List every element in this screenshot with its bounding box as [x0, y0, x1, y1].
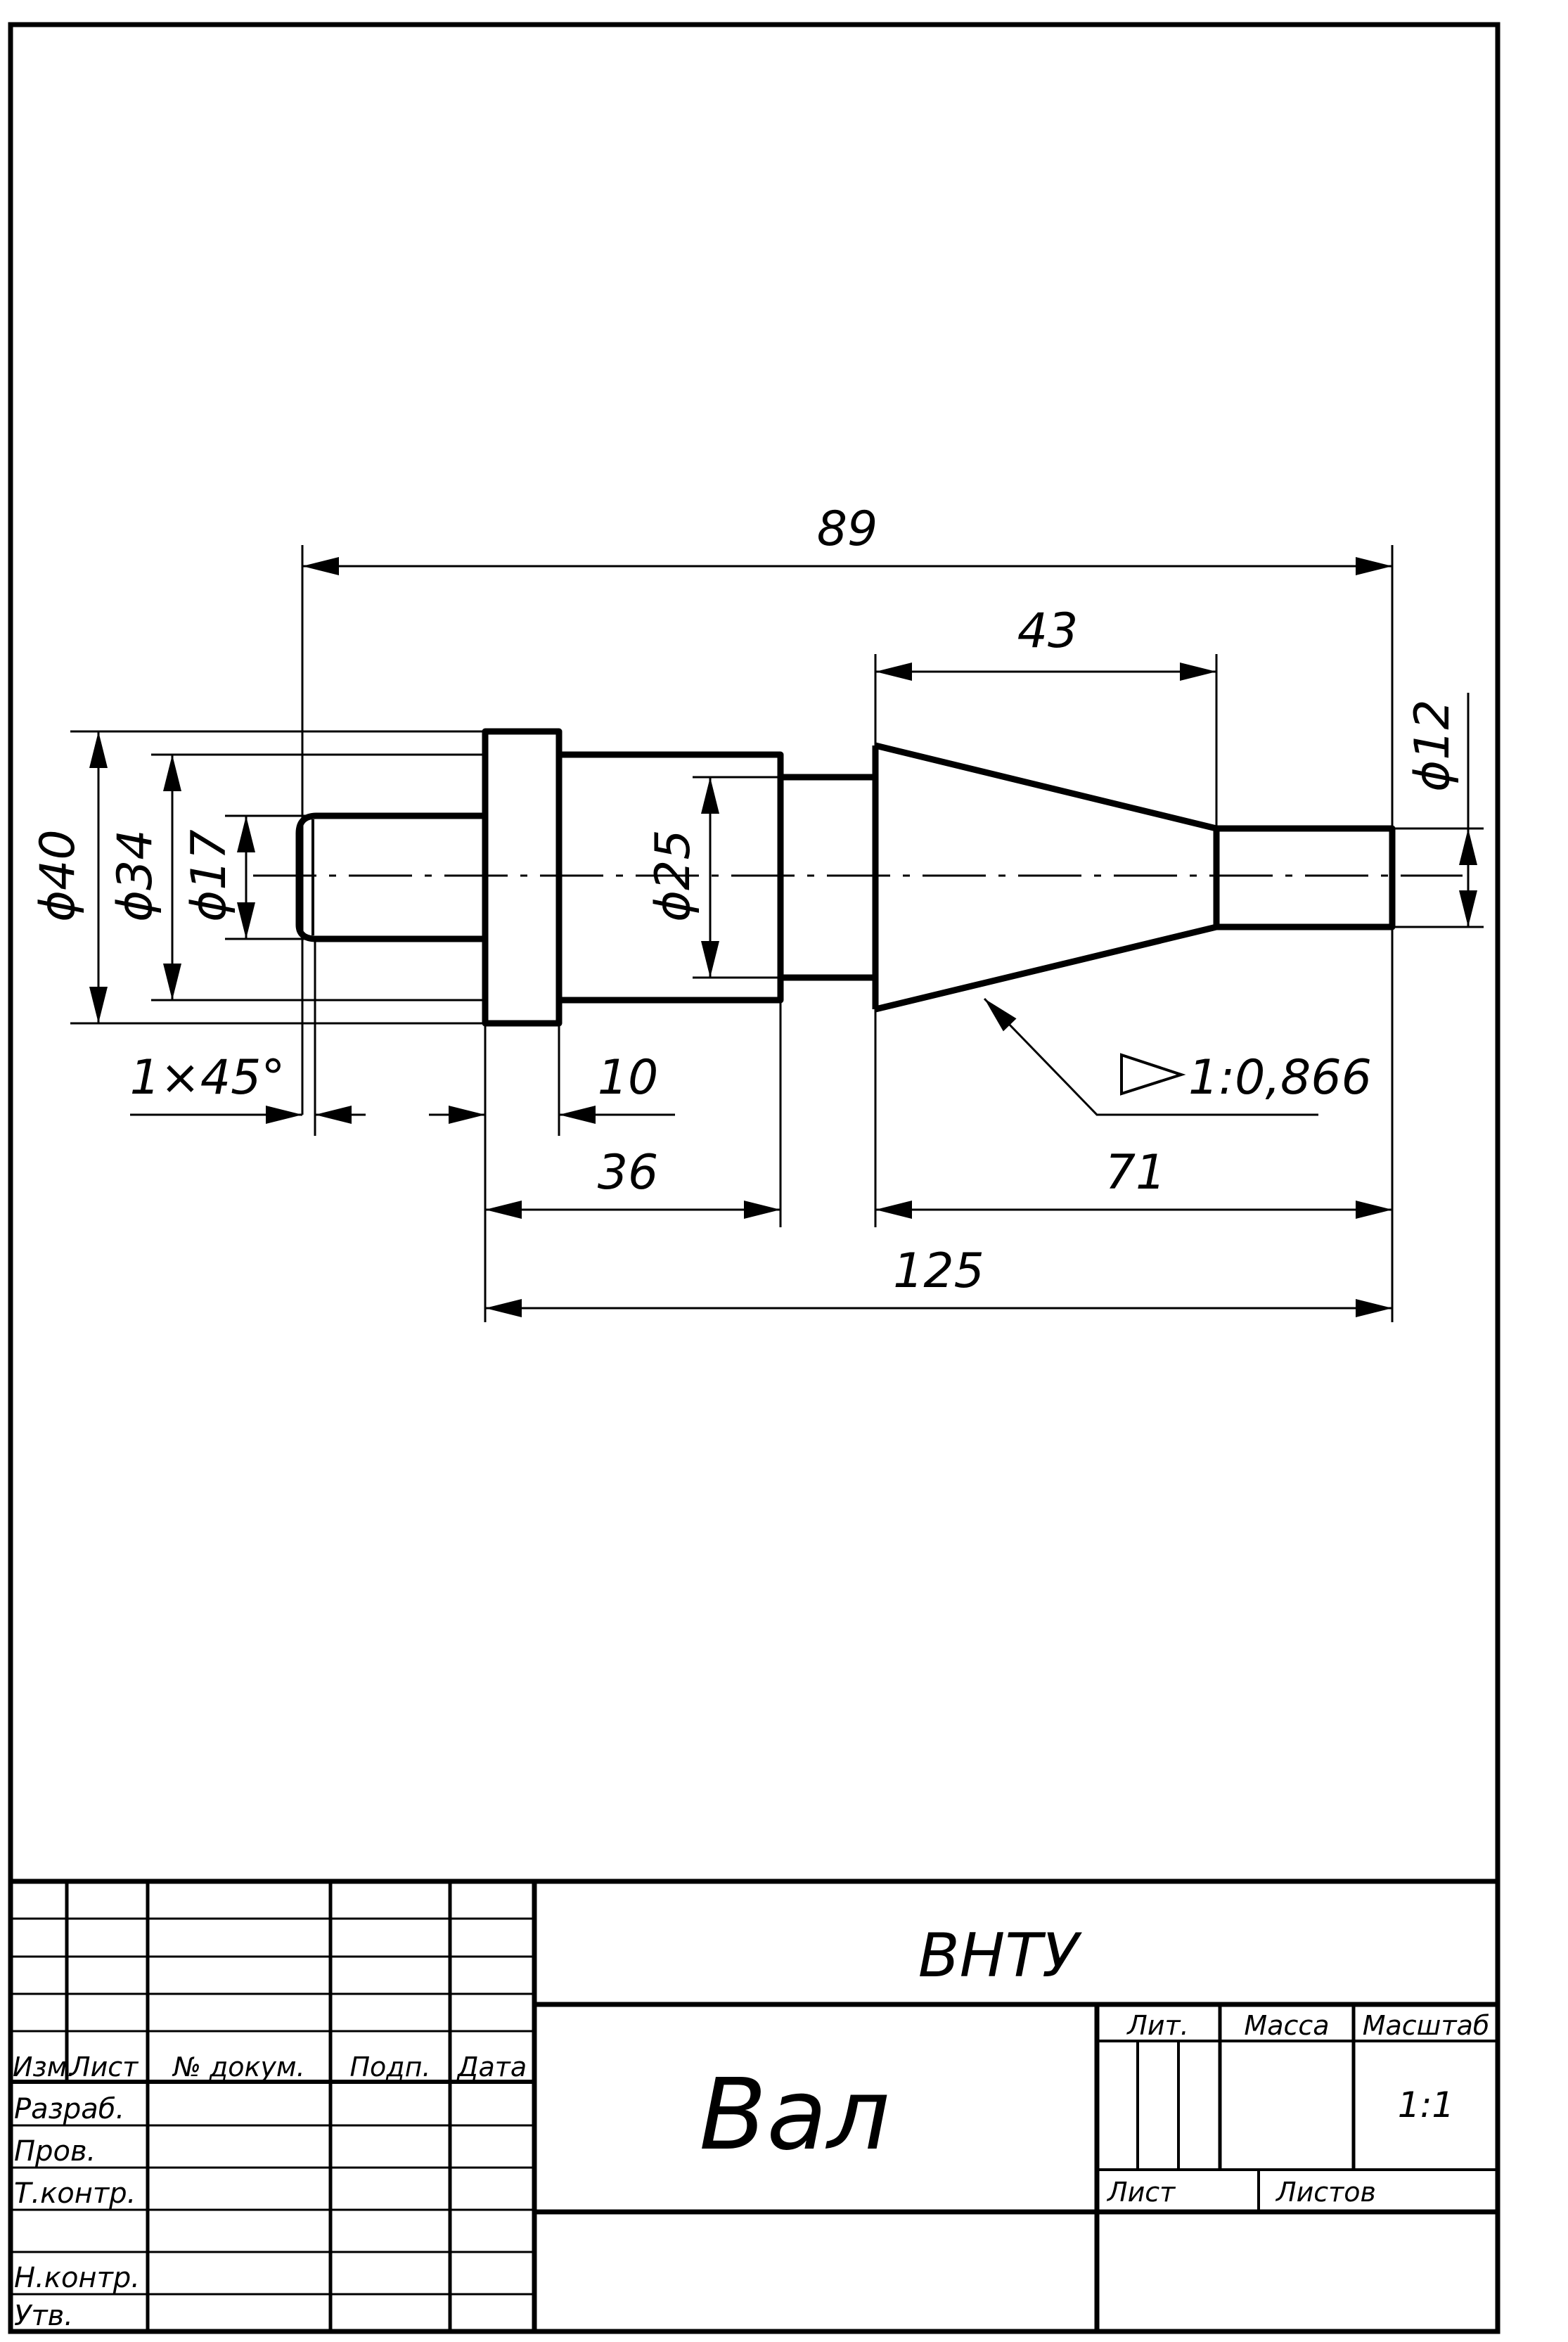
header-doc-no: № докум.: [172, 2052, 304, 2082]
taper-label: 1:0,866: [1188, 1050, 1372, 1106]
scale-value: 1:1: [1398, 2085, 1454, 2125]
taper-symbol-icon: [1120, 1053, 1186, 1096]
left-journal: [295, 812, 485, 942]
dim-d12-label: ϕ12: [1405, 699, 1460, 791]
dim-d40-label: ϕ40: [30, 829, 86, 921]
header-izm: Изм.: [13, 2052, 75, 2082]
dim-71-label: 71: [1105, 1145, 1167, 1201]
scale-label: Масштаб: [1363, 2010, 1490, 2041]
dim-d17-label: ϕ17: [181, 829, 237, 921]
right-journal: [1216, 825, 1396, 930]
sheet-label: Лист: [1106, 2177, 1176, 2208]
role-checked: Пров.: [14, 2135, 96, 2168]
part-name: Вал: [699, 2058, 889, 2173]
header-sign: Подп.: [349, 2052, 430, 2082]
dimension-lines: [70, 545, 1484, 1322]
dim-10-label: 10: [598, 1050, 659, 1106]
role-approved: Утв.: [14, 2300, 73, 2332]
collar: [482, 728, 563, 1027]
header-list: Лист: [69, 2052, 139, 2082]
organization-name: ВНТУ: [918, 1921, 1083, 1991]
step-section: [559, 751, 784, 1004]
cone-section: [874, 742, 1220, 1013]
role-norm-control: Н.контр.: [14, 2262, 140, 2294]
dim-43-label: 43: [1017, 603, 1079, 659]
title-block: [8, 1879, 1500, 2334]
dim-d25-label: ϕ25: [645, 829, 701, 921]
dim-36-label: 36: [598, 1145, 659, 1201]
role-tech-control: Т.контр.: [14, 2177, 136, 2210]
header-date: Дата: [456, 2052, 527, 2082]
neck-section: [780, 746, 879, 1009]
drawing-frame: [8, 22, 1500, 2334]
dim-chamfer-label: 1×45°: [130, 1050, 285, 1106]
role-developed: Разраб.: [14, 2093, 124, 2125]
taper-leader: [983, 997, 1318, 1116]
dim-125-label: 125: [893, 1243, 984, 1299]
lit-label: Лит.: [1126, 2010, 1189, 2041]
dim-89-label: 89: [817, 501, 878, 557]
dim-d34-label: ϕ34: [108, 829, 163, 921]
shaft-outline: [295, 728, 1396, 1027]
sheets-label: Листов: [1275, 2177, 1376, 2208]
mass-label: Масса: [1244, 2010, 1329, 2041]
